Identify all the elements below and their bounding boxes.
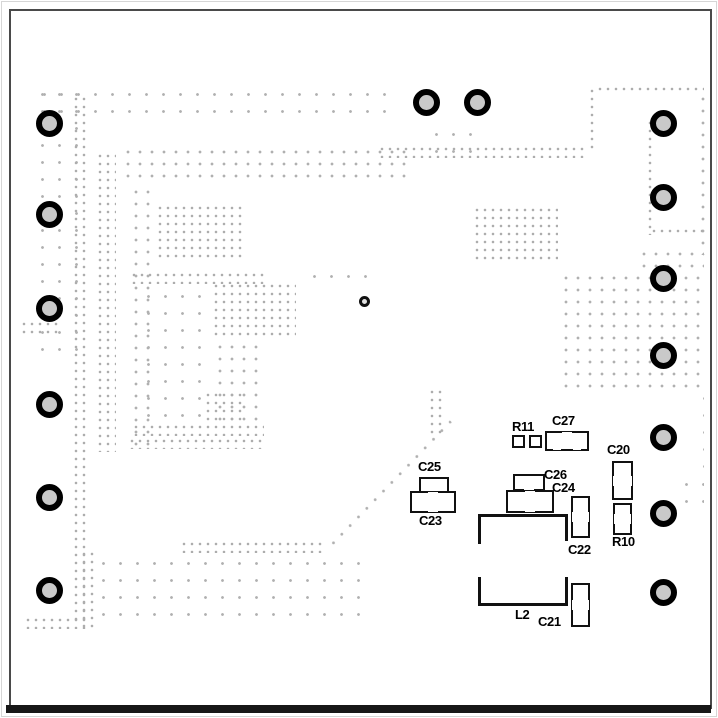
dot-region (128, 437, 265, 449)
component-outline (571, 496, 590, 538)
dot-region (646, 119, 656, 235)
dot-region (650, 227, 704, 237)
mounting-hole-icon (650, 342, 677, 369)
component-outline (513, 474, 545, 491)
mounting-hole-icon (650, 184, 677, 211)
ref-designator: C21 (538, 614, 561, 629)
dot-region (428, 388, 442, 434)
dot-region (156, 204, 244, 259)
mounting-hole-icon (36, 391, 63, 418)
ref-designator: C23 (419, 513, 442, 528)
dot-region (72, 95, 89, 620)
dot-region (378, 145, 586, 158)
dot-region (24, 616, 86, 629)
component-outline (545, 431, 589, 451)
ref-designator: L2 (515, 607, 530, 622)
component-pad-outline (529, 435, 542, 448)
dot-region (212, 282, 296, 339)
mounting-hole-icon (650, 110, 677, 137)
dot-region (80, 550, 94, 630)
mounting-hole-icon (650, 424, 677, 451)
dot-region (306, 268, 378, 283)
ref-designator: C22 (568, 542, 591, 557)
ref-designator: C20 (607, 442, 630, 457)
dot-region (132, 423, 264, 436)
mounting-hole-icon (36, 110, 63, 137)
mounting-hole-icon (650, 500, 677, 527)
mounting-hole-icon (36, 295, 63, 322)
dot-region (36, 86, 392, 124)
mounting-hole-icon (413, 89, 440, 116)
dot-region (180, 540, 326, 553)
dot-region (560, 272, 706, 390)
component-outline (506, 490, 554, 513)
board-bottom-edge-bar (6, 705, 711, 713)
ref-designator: R10 (612, 534, 635, 549)
dot-region (588, 87, 598, 149)
ref-designator: C26 (544, 467, 567, 482)
dot-region (696, 390, 704, 474)
ref-designator: R11 (512, 419, 534, 434)
component-outline (410, 491, 456, 513)
mounting-hole-icon (36, 577, 63, 604)
dot-region (204, 391, 246, 425)
outline-segment (565, 514, 568, 541)
dot-region (95, 555, 367, 627)
mounting-hole-icon (464, 89, 491, 116)
mounting-hole-icon (36, 484, 63, 511)
dot-region (428, 126, 472, 162)
dot-region (140, 288, 208, 420)
mounting-hole-icon (36, 201, 63, 228)
ref-designator: C27 (552, 413, 575, 428)
dot-region (697, 93, 705, 255)
component-pad-outline (512, 435, 525, 448)
dot-region (122, 146, 414, 180)
ref-designator: C25 (418, 459, 441, 474)
dot-region (596, 85, 704, 95)
via-icon (359, 296, 370, 307)
mounting-hole-icon (650, 265, 677, 292)
mounting-hole-icon (650, 579, 677, 606)
ref-designator: C24 (552, 480, 575, 495)
dot-region (96, 152, 116, 452)
outline-segment (478, 514, 481, 544)
outline-segment (478, 514, 568, 517)
component-outline (571, 583, 590, 627)
dot-region (20, 320, 60, 334)
component-outline (612, 461, 633, 500)
outline-segment (478, 603, 568, 606)
dot-region (678, 476, 704, 514)
dot-region (473, 206, 558, 260)
dot-region (130, 271, 264, 284)
component-outline (613, 503, 632, 535)
outline-segment (478, 577, 481, 606)
outline-segment (565, 577, 568, 606)
